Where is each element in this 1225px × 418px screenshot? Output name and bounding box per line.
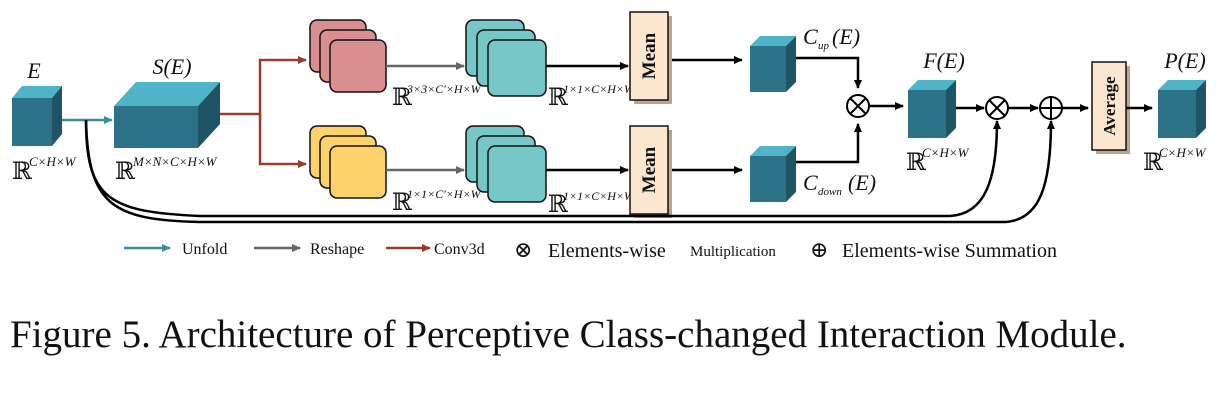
mean-bottom-label: Mean <box>639 146 660 193</box>
yellow-reals: ℝ <box>392 190 413 216</box>
legend-reshape: Reshape <box>310 241 364 258</box>
e-space: C×H×W <box>29 154 77 169</box>
legend-sum-main: Elements-wise Summation <box>842 240 1057 262</box>
red-kernel-stack <box>309 19 387 93</box>
mean-box-bottom: Mean <box>629 125 672 218</box>
cup-cube <box>750 36 796 92</box>
svg-text:up: up <box>818 40 830 52</box>
legend-mult-main: Elements-wise <box>548 240 666 262</box>
legend: Unfold Reshape Conv3d ⊗ Elements-wise Mu… <box>124 237 1057 262</box>
s-cube <box>114 82 220 148</box>
teal-top-space: 1×1×C×H×W <box>563 82 635 96</box>
multiply-node-1 <box>846 94 870 118</box>
arrow-cdown-to-mult <box>796 123 862 164</box>
f-cube <box>908 80 956 138</box>
teal-bottom-reals: ℝ <box>548 192 569 218</box>
p-space: C×H×W <box>1159 145 1207 160</box>
e-reals: ℝ <box>12 159 33 185</box>
average-label: Average <box>1100 76 1119 136</box>
mean-top-label: Mean <box>639 32 660 79</box>
skip-connection-to-sum <box>84 119 1055 224</box>
teal-stack-top <box>465 19 547 97</box>
f-reals: ℝ <box>906 150 927 176</box>
s-label: S(E) <box>152 54 191 79</box>
teal-bottom-space: 1×1×C×H×W <box>563 189 635 203</box>
p-reals: ℝ <box>1143 150 1164 176</box>
conv3d-arrow-bottom <box>258 114 307 168</box>
p-cube <box>1158 80 1206 138</box>
svg-text:(E): (E) <box>848 170 876 195</box>
f-space: C×H×W <box>922 145 970 160</box>
mean-box-top: Mean <box>629 11 672 104</box>
s-reals: ℝ <box>115 159 136 185</box>
legend-mult-small: Multiplication <box>690 244 776 260</box>
cup-label: C up (E) <box>803 24 860 52</box>
svg-text:(E): (E) <box>832 24 860 49</box>
conv3d-arrow-top <box>220 56 307 116</box>
e-cube <box>12 86 62 146</box>
red-space: 3×3×C′×H×W <box>406 82 482 96</box>
svg-text:down: down <box>818 186 842 198</box>
red-reals: ℝ <box>392 85 413 111</box>
sum-node <box>1039 96 1063 120</box>
yellow-space: 1×1×C′×H×W <box>407 187 482 201</box>
teal-top-reals: ℝ <box>548 85 569 111</box>
average-box: Average <box>1091 61 1130 154</box>
figure-caption: Figure 5. Architecture of Perceptive Cla… <box>10 313 1127 356</box>
legend-conv3d: Conv3d <box>434 241 485 258</box>
arrow-cup-to-mult <box>796 56 862 89</box>
cdown-cube <box>750 146 796 202</box>
s-space: M×N×C×H×W <box>132 154 218 169</box>
cdown-label: C down (E) <box>803 170 876 198</box>
legend-unfold: Unfold <box>182 241 227 258</box>
svg-text:C: C <box>803 24 818 49</box>
e-label: E <box>26 58 41 83</box>
svg-text:C: C <box>803 170 818 195</box>
p-label: P(E) <box>1163 48 1206 73</box>
architecture-diagram: E ℝ C×H×W S(E) ℝ M×N×C×H×W ℝ 3×3×C′×H×W … <box>12 11 1207 262</box>
f-label: F(E) <box>922 48 965 73</box>
legend-mult-symbol: ⊗ <box>514 237 532 262</box>
legend-sum-symbol: ⊕ <box>810 237 828 262</box>
yellow-kernel-stack <box>309 125 387 199</box>
teal-stack-bottom <box>465 125 547 203</box>
multiply-node-2 <box>985 96 1009 120</box>
